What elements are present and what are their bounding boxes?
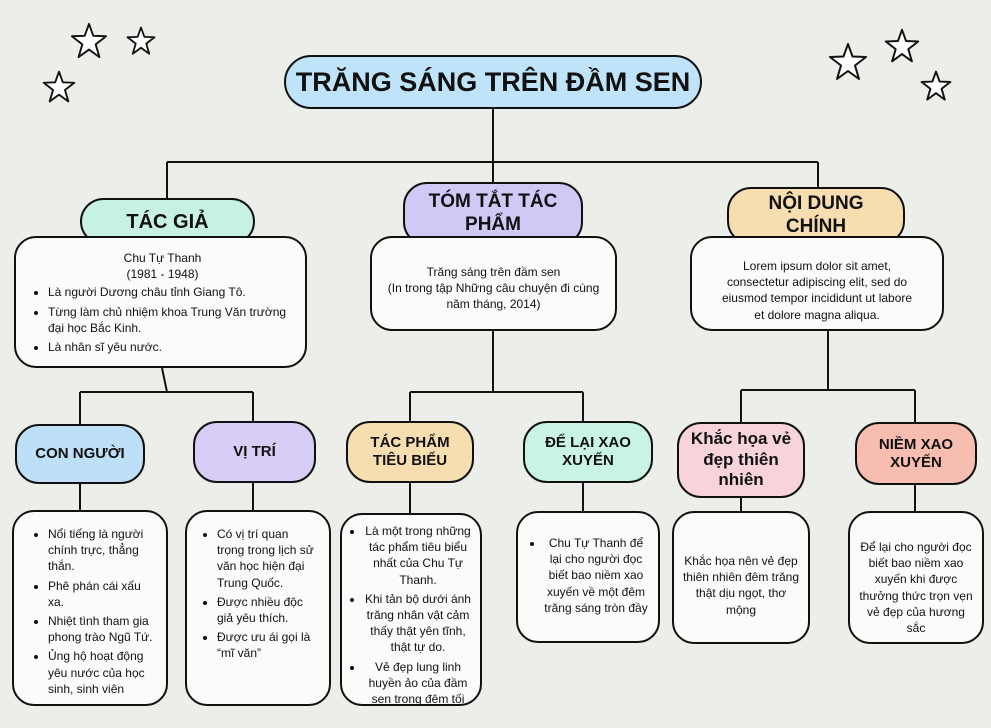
list-item: Phê phán cái xấu xa. — [48, 578, 154, 610]
list-item: Là một trong những tác phẩm tiêu biểu nh… — [364, 523, 472, 588]
list-item: Được ưu ái gọi là “mĩ văn” — [217, 629, 319, 661]
tac-gia-list: Là người Dương châu tỉnh Giang Tô. Từng … — [30, 284, 295, 355]
list-item: Được nhiều độc giả yêu thích. — [217, 594, 319, 626]
tac-pham-node: TÁC PHẨM TIÊU BIỂU — [346, 421, 474, 483]
niem-xao-text: Để lại cho người đọc biết bao niềm xao x… — [859, 540, 973, 635]
list-item: Là nhân sĩ yêu nước. — [48, 339, 295, 355]
list-item: Nổi tiếng là người chính trực, thẳng thắ… — [48, 526, 154, 575]
con-nguoi-node: CON NGƯỜI — [15, 424, 145, 484]
niem-xao-node: NIỀM XAO XUYẾN — [855, 422, 977, 485]
star-icon — [829, 43, 867, 80]
list-item: Chu Tự Thanh để lại cho người đọc biết b… — [544, 535, 648, 616]
de-lai-node: ĐỂ LẠI XAO XUYẾN — [523, 421, 653, 483]
list-item: Nhiệt tình tham gia phong trào Ngũ Tứ. — [48, 613, 154, 645]
khac-hoa-node: Khắc họa vẻ đẹp thiên nhiên — [677, 422, 805, 498]
vi-tri-list: Có vị trí quan trọng trong lịch sử văn h… — [199, 526, 319, 662]
list-item: Có vị trí quan trọng trong lịch sử văn h… — [217, 526, 319, 591]
tac-pham-list: Là một trong những tác phẩm tiêu biểu nh… — [350, 523, 472, 707]
con-nguoi-box: Nổi tiếng là người chính trực, thẳng thắ… — [12, 510, 168, 706]
noi-dung-box: Lorem ipsum dolor sit amet, consectetur … — [690, 236, 944, 331]
de-lai-list: Chu Tự Thanh để lại cho người đọc biết b… — [526, 535, 648, 616]
star-icon — [70, 22, 108, 59]
author-name: Chu Tự Thanh — [123, 251, 202, 265]
list-item: Là người Dương châu tỉnh Giang Tô. — [48, 284, 295, 300]
star-icon — [920, 70, 952, 101]
vi-tri-box: Có vị trí quan trọng trong lịch sử văn h… — [185, 510, 331, 706]
star-icon — [884, 28, 920, 63]
work-title: Trăng sáng trên đầm sen — [426, 265, 561, 279]
star-icon — [126, 26, 156, 55]
khac-hoa-text: Khắc họa nên vẻ đẹp thiên nhiên đêm trăn… — [682, 554, 800, 617]
niem-xao-box: Để lại cho người đọc biết bao niềm xao x… — [848, 511, 984, 644]
tom-tat-box: Trăng sáng trên đầm sen (In trong tập Nh… — [370, 236, 617, 331]
list-item: Khi tản bộ dưới ánh trăng nhân vật cảm t… — [364, 591, 472, 656]
khac-hoa-box: Khắc họa nên vẻ đẹp thiên nhiên đêm trăn… — [672, 511, 810, 644]
author-years: (1981 - 1948) — [126, 267, 199, 282]
con-nguoi-list: Nổi tiếng là người chính trực, thẳng thắ… — [30, 526, 154, 697]
work-source: (In trong tập Những câu chuyện đi cùng n… — [387, 281, 600, 312]
vi-tri-node: VỊ TRÍ — [193, 421, 316, 483]
noi-dung-text: Lorem ipsum dolor sit amet, consectetur … — [721, 259, 913, 322]
noi-dung-node: NỘI DUNG CHÍNH — [727, 187, 905, 245]
list-item: Vẻ đẹp lung linh huyền ảo của đầm sen tr… — [364, 659, 472, 708]
tom-tat-node: TÓM TẮT TÁC PHẨM — [403, 182, 583, 246]
tac-gia-box: Chu Tự Thanh (1981 - 1948) Là người Dươn… — [14, 236, 307, 368]
tac-pham-box: Là một trong những tác phẩm tiêu biểu nh… — [340, 513, 482, 706]
list-item: Ủng hộ hoạt động yêu nước của học sinh, … — [48, 648, 154, 697]
list-item: Từng làm chủ nhiệm khoa Trung Văn trường… — [48, 304, 295, 336]
star-icon — [42, 70, 76, 103]
de-lai-box: Chu Tự Thanh để lại cho người đọc biết b… — [516, 511, 660, 643]
page-title: TRĂNG SÁNG TRÊN ĐẦM SEN — [284, 55, 702, 109]
